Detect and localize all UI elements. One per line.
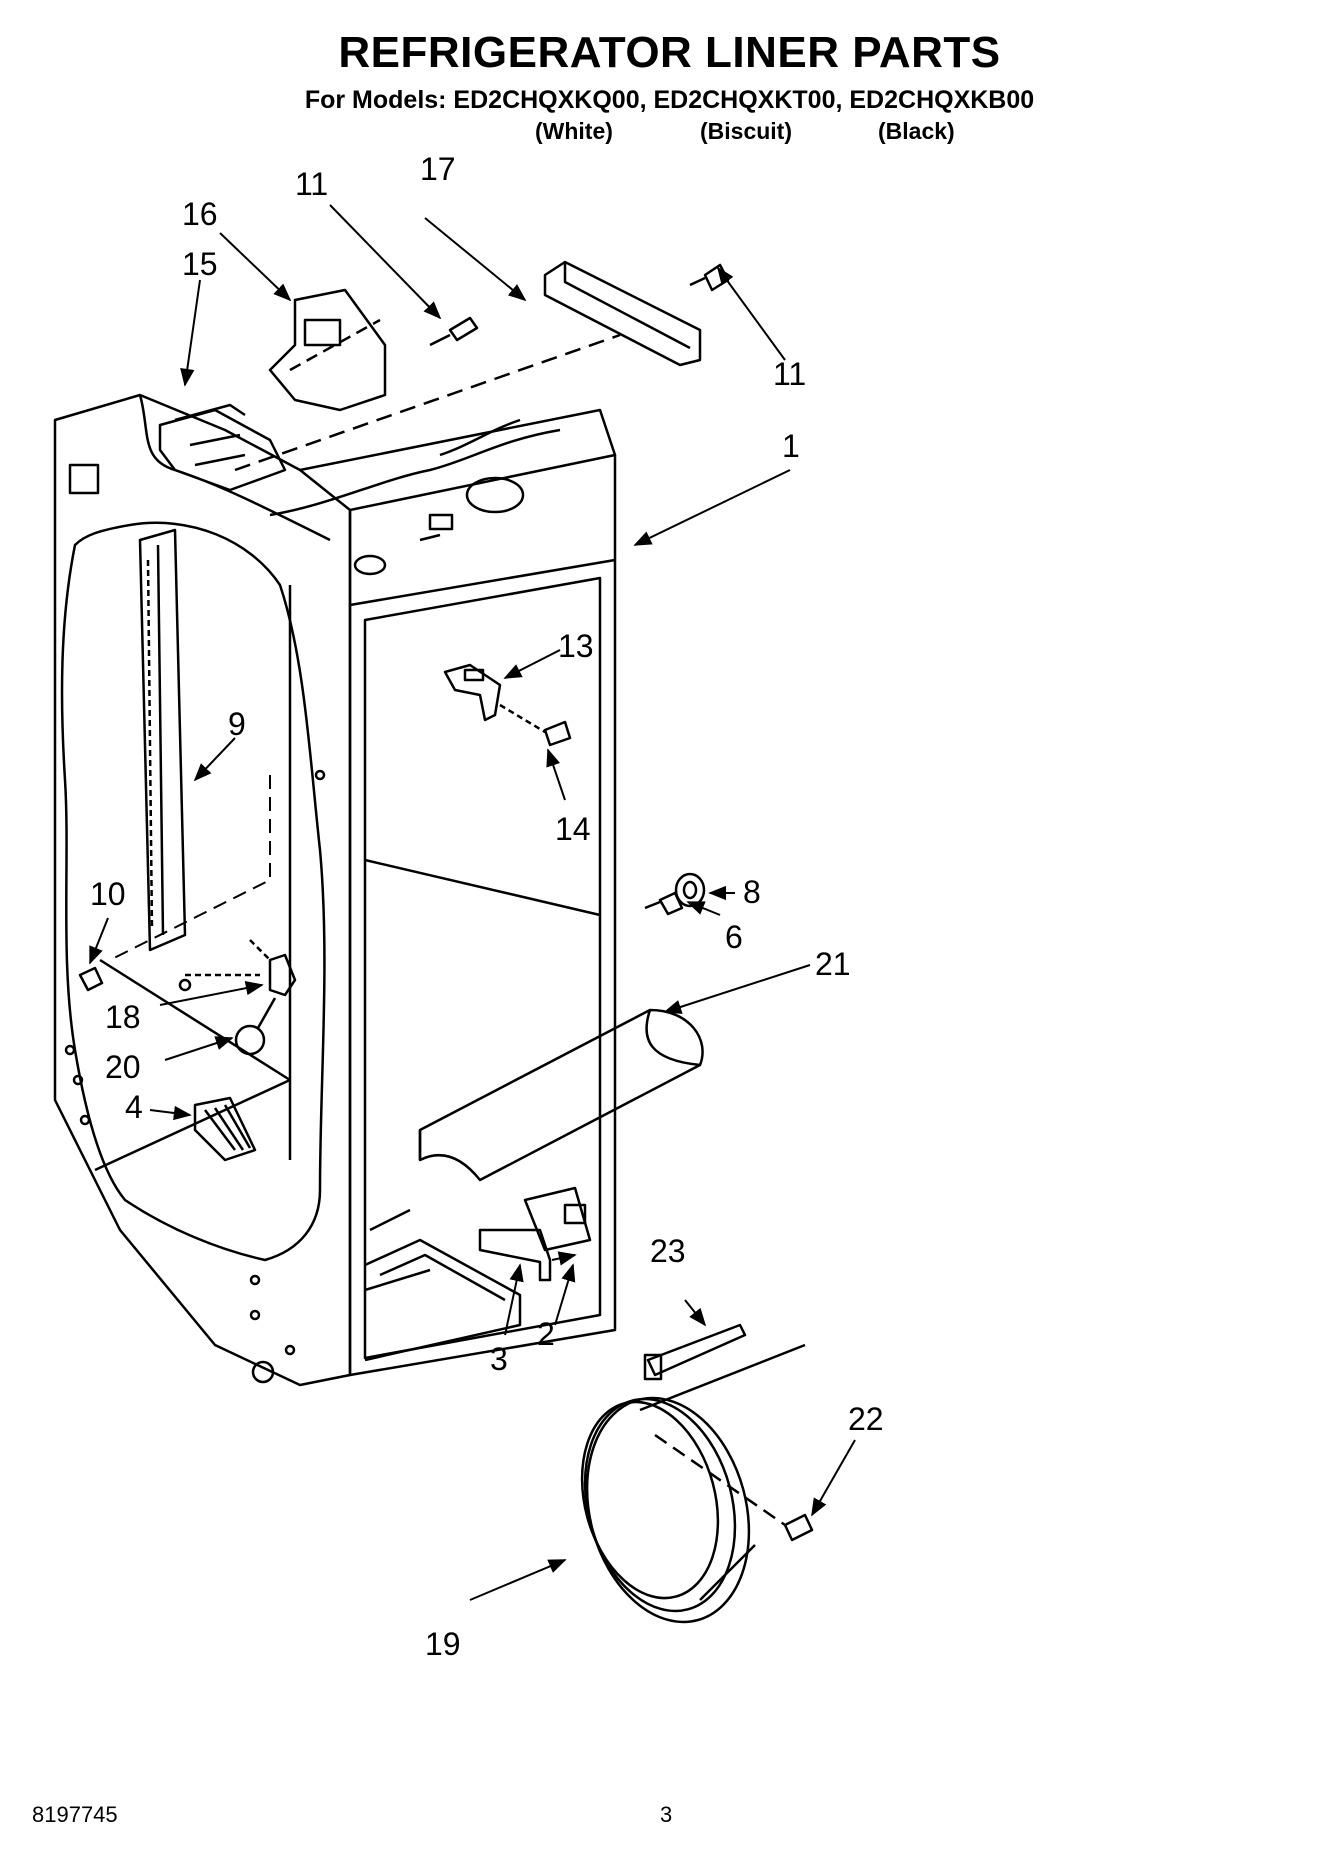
variant-white: (White) <box>535 118 613 144</box>
part-light-bulb <box>234 1024 266 1056</box>
part-bracket-2 <box>523 1186 592 1252</box>
callout-16: 16 <box>182 196 218 232</box>
callout-11-upper: 11 <box>295 166 328 202</box>
part-shelf-cover <box>418 1008 704 1182</box>
callout-23: 23 <box>650 1233 686 1269</box>
callout-8: 8 <box>743 874 761 910</box>
part-screw-22 <box>783 1513 814 1542</box>
part-housing-cover <box>268 288 387 412</box>
callout-11-right: 11 <box>773 356 806 392</box>
callout-21: 21 <box>815 946 851 982</box>
part-cable-tie <box>646 1323 747 1377</box>
callout-10: 10 <box>90 876 126 912</box>
part-vent-grille <box>193 1096 257 1162</box>
page-number: 3 <box>660 1802 673 1827</box>
callout-1: 1 <box>782 428 800 464</box>
variant-biscuit: (Biscuit) <box>700 118 792 144</box>
variant-black: (Black) <box>878 118 955 144</box>
part-control-housing <box>158 408 287 492</box>
callout-19: 19 <box>425 1626 461 1662</box>
callout-3: 3 <box>490 1341 508 1377</box>
model-list: For Models: ED2CHQXKQ00, ED2CHQXKT00, ED… <box>304 86 1035 114</box>
liner-bottom-recess <box>364 1238 522 1362</box>
part-bracket-13 <box>443 663 502 722</box>
callout-22: 22 <box>848 1401 884 1437</box>
liner-cutaway-outline <box>60 521 326 1262</box>
page-title: REFRIGERATOR LINER PARTS <box>338 28 1001 77</box>
part-screw-14 <box>543 720 572 747</box>
callout-17: 17 <box>420 151 456 187</box>
callout-20: 20 <box>105 1049 141 1085</box>
liner-top-panel <box>299 408 617 512</box>
document-number: 8197745 <box>32 1802 118 1827</box>
callout-18: 18 <box>105 999 141 1035</box>
part-screw-11a <box>448 316 479 342</box>
liner-front-frame <box>348 558 617 1377</box>
liner-top-wavy-edge <box>138 394 331 542</box>
part-screw-10 <box>78 966 104 992</box>
callout-6: 6 <box>725 919 743 955</box>
callout-13: 13 <box>558 628 594 664</box>
part-shelf-ladder <box>138 528 187 952</box>
part-lamp-socket <box>268 953 297 997</box>
part-screw-6 <box>658 891 684 916</box>
callout-15: 15 <box>182 246 218 282</box>
callout-9: 9 <box>228 706 246 742</box>
callout-2: 2 <box>537 1316 555 1352</box>
callout-4: 4 <box>125 1089 143 1125</box>
part-bracket-3 <box>478 1228 552 1282</box>
liner-outer-shell <box>53 393 352 1387</box>
liner-front-frame-inner <box>363 576 602 1360</box>
callout-14: 14 <box>555 811 591 847</box>
